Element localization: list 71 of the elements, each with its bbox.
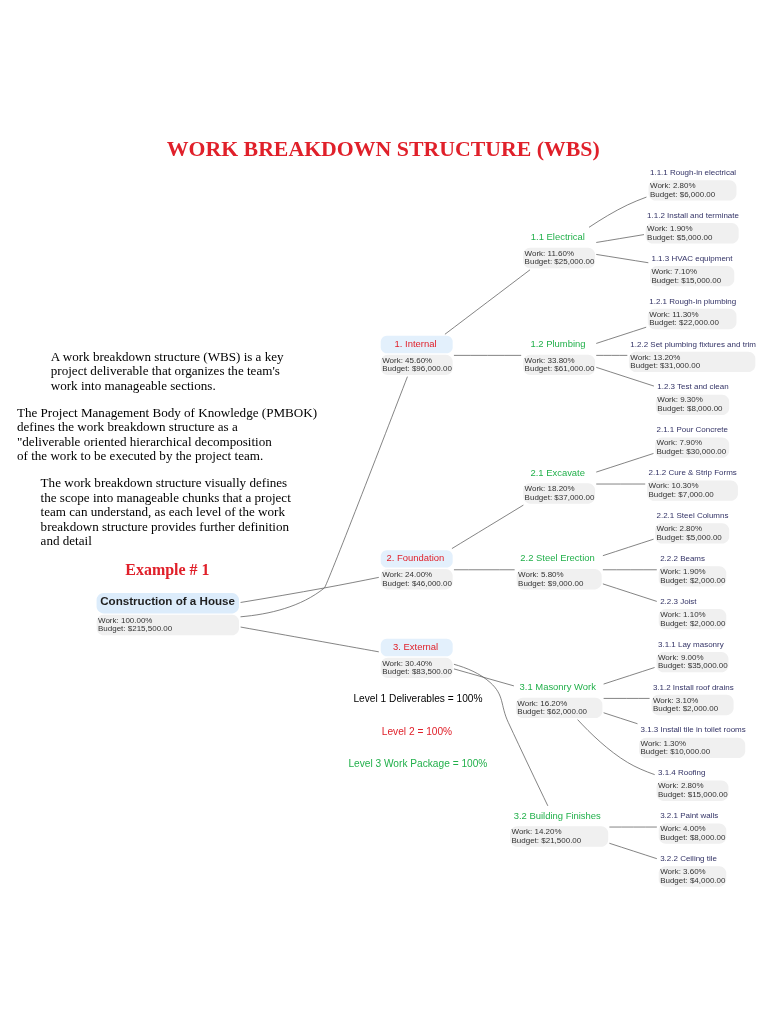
connector <box>453 668 515 687</box>
connector <box>603 712 638 725</box>
connector <box>595 453 654 473</box>
node-label: 3.2.1 Paint walls <box>660 811 719 821</box>
connector <box>595 326 647 344</box>
node-box-text: Work: 2.80% Budget: $5,000.00 <box>655 523 730 544</box>
connector <box>453 355 522 356</box>
connector <box>603 667 655 685</box>
node-box-text: Work: 18.20% Budget: $37,000.00 <box>523 483 596 504</box>
connector <box>602 538 654 557</box>
node-box-text: Work: 33.80% Budget: $61,000.00 <box>523 354 596 375</box>
node-box-text: Work: 13.20% Budget: $31,000.00 <box>628 351 756 373</box>
node-box-text: Work: 1.90% Budget: $5,000.00 <box>645 223 739 244</box>
node-label: 2.1.1 Pour Concrete <box>656 425 728 435</box>
connector <box>588 196 647 228</box>
connector <box>240 376 408 618</box>
connector <box>451 504 524 549</box>
connector <box>595 234 645 243</box>
node-label: 1.2 Plumbing <box>530 337 586 349</box>
label: A work breakdown structure (WBS) is a key project deliverable that organizes the team's work into manageable sections. <box>50 348 284 393</box>
node-label: 2.2.3 Joist <box>660 596 697 606</box>
label: Level 2 = 100% <box>381 725 453 737</box>
connector <box>453 569 516 571</box>
node-label: 2.1.2 Cure & Strip Forms <box>648 468 737 478</box>
node-label: 1.1 Electrical <box>530 231 585 243</box>
node-box-text: Work: 11.30% Budget: $22,000.00 <box>647 308 737 330</box>
node-label: 1.1.3 HVAC equipment <box>651 253 733 263</box>
label: The work breakdown structure visually defines the scope into manageable chunks that a project team can understand, as each level of the work breakdown structure provides further definition and detail <box>40 475 291 549</box>
node-box-text: Work: 4.00% Budget: $8,000.00 <box>658 823 727 844</box>
connector <box>240 626 380 653</box>
node-label: 2.2 Steel Erection <box>520 552 595 564</box>
node-label: 1.1.1 Rough-in electrical <box>649 168 737 178</box>
node-label: 3.1 Masonry Work <box>519 680 596 692</box>
connector <box>602 583 658 602</box>
label: Level 1 Deliverables = 100% <box>353 692 483 704</box>
node-box: Work: 5.80% Budget: $9,000.00 <box>516 569 602 590</box>
node-label: 3.2 Building Finishes <box>513 809 601 821</box>
connector <box>453 663 549 807</box>
node-box-text: Work: 9.00% Budget: $35,000.00 <box>656 651 729 673</box>
node-label: 1.2.3 Test and clean <box>657 382 729 392</box>
label: The Project Management Body of Knowledge (PMBOK) defines the work breakdown structure as a "deliverable oriented hierarchical decomposition of the work to be executed by the project team. <box>16 404 318 464</box>
node-label: 1.2.1 Rough-in plumbing <box>649 296 737 306</box>
node-box: Work: 16.20% Budget: $62,000.00 <box>515 697 603 719</box>
node-label: 2.1 Excavate <box>530 466 585 478</box>
connector <box>444 269 531 335</box>
label: Example # 1 <box>125 561 210 579</box>
connector <box>240 577 380 603</box>
node-box: Work: 14.20% Budget: $21,500.00 <box>510 826 609 847</box>
node-label: 2.2.2 Beams <box>660 553 705 563</box>
connector <box>595 366 655 387</box>
node-box-text: Work: 2.80% Budget: $6,000.00 <box>648 180 737 201</box>
connector <box>609 842 658 860</box>
label: Level 3 Work Package = 100% <box>348 758 488 770</box>
node-label: 3.1.2 Install roof drains <box>652 682 734 692</box>
connector <box>577 719 656 775</box>
node-box-text: Work: 7.90% Budget: $30,000.00 <box>655 437 730 458</box>
node-box-text: Work: 11.60% Budget: $25,000.00 <box>523 247 596 269</box>
connector <box>602 569 658 571</box>
node-label: 1.1.2 Install and terminate <box>647 210 739 220</box>
node-box-text: Work: 1.90% Budget: $2,000.00 <box>658 566 727 587</box>
node-label: 3.1.1 Lay masonry <box>657 639 724 649</box>
node-label: 3.1.3 Install tile in toilet rooms <box>640 725 746 735</box>
connector <box>595 355 628 356</box>
node-label: 1.2.2 Set plumbing fixtures and trim <box>630 339 756 349</box>
connector <box>603 698 650 699</box>
node-label: 2.2.1 Steel Columns <box>656 511 729 521</box>
node-box-text: Work: 3.10% Budget: $2,000.00 <box>651 694 734 716</box>
connector <box>595 254 649 264</box>
diagram-title: WORK BREAKDOWN STRUCTURE (WBS) <box>166 136 600 161</box>
node-label: 3.2.2 Ceiling tile <box>660 854 717 864</box>
node-label: 3.1.4 Roofing <box>657 768 706 778</box>
